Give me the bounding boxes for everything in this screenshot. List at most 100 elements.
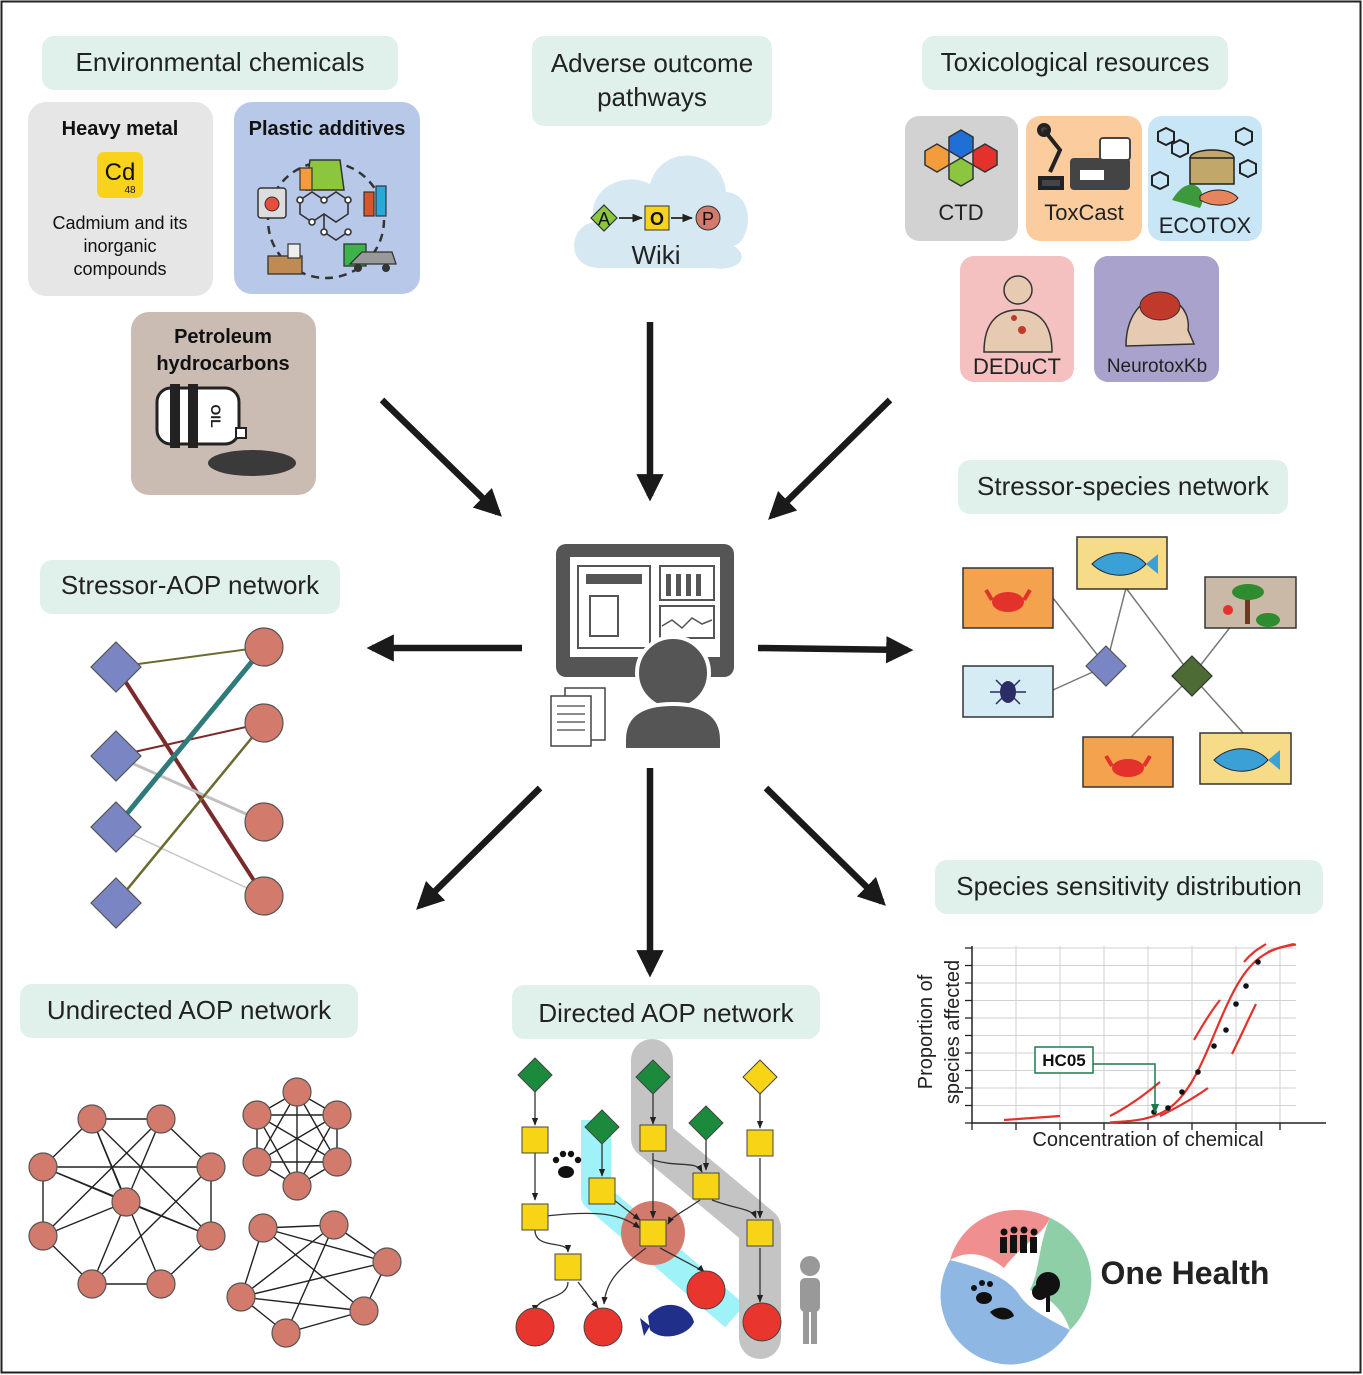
label-toxicological-resources: Toxicological resources [922, 36, 1228, 90]
mie-node [584, 1109, 620, 1145]
arrow-chemicals-to-center [379, 397, 502, 517]
aop-node [244, 703, 284, 743]
aop-node [248, 1213, 278, 1243]
fish-card-icon-2 [1199, 732, 1292, 785]
mie-node [517, 1057, 553, 1093]
aop-node [242, 1147, 272, 1177]
svg-text:One Health: One Health [1101, 1255, 1270, 1291]
label-stressor-species-network: Stressor-species network [958, 460, 1288, 514]
ssd-point [1179, 1089, 1185, 1095]
one-health-logo: One Health [940, 1209, 1270, 1365]
svg-text:P: P [702, 209, 714, 229]
user-head-icon [635, 635, 711, 711]
animals-icon [971, 1280, 1014, 1320]
label-directed-aop-network: Directed AOP network [512, 985, 820, 1039]
key-event-node [554, 1253, 582, 1281]
tree-icon [1032, 1272, 1060, 1312]
ssd-y-label-1: Proportion of [915, 974, 937, 1089]
stressor-species-network [962, 536, 1297, 788]
aop-node [271, 1318, 301, 1348]
ecotox-molecules-icon [1151, 126, 1257, 191]
aop-node [242, 1100, 272, 1130]
aop-node [282, 1171, 312, 1201]
adverse-outcome-node [515, 1307, 555, 1347]
aop-node [28, 1221, 58, 1251]
card-heavy-metal: Heavy metal Cd 48 Cadmium and its inorga… [28, 102, 213, 296]
adverse-outcome-node [742, 1302, 782, 1342]
svg-text:Environmental chemicals: Environmental chemicals [75, 47, 364, 77]
robot-arm-icon [1037, 123, 1064, 190]
svg-text:pathways: pathways [597, 82, 707, 112]
aop-node [319, 1210, 349, 1240]
appliance-icon [257, 187, 287, 219]
paw-icon [552, 1150, 582, 1178]
ssd-fitted-curve [1109, 943, 1297, 1124]
svg-text:DEDuCT: DEDuCT [973, 354, 1061, 379]
food-container-icon [267, 243, 303, 275]
aop-wiki-cloud: A O P Wiki [574, 155, 749, 270]
svg-text:Species sensitivity distributi: Species sensitivity distribution [956, 871, 1301, 901]
aop-node [196, 1152, 226, 1182]
card-petroleum-hydrocarbons: Petroleum hydrocarbons OIL [131, 312, 316, 495]
undirected-aop-network [28, 1077, 402, 1348]
ssd-point [1255, 959, 1261, 965]
ssd-x-label: Concentration of chemical [1032, 1129, 1263, 1151]
key-event-node [746, 1219, 774, 1247]
aop-node [282, 1077, 312, 1107]
adverse-outcome-node [686, 1270, 726, 1310]
ssd-point [1165, 1105, 1171, 1111]
card-toxcast: ToxCast [1026, 116, 1142, 241]
spider-card-icon [962, 665, 1054, 718]
stressor-node [90, 801, 142, 853]
card-neurotoxkb: NeurotoxKb [1094, 256, 1219, 382]
flow-arrows [366, 322, 914, 978]
aop-node [111, 1187, 141, 1217]
svg-text:A: A [598, 209, 610, 229]
key-event-a-icon [590, 204, 618, 232]
label-adverse-outcome-pathways: Adverse outcome pathways [532, 36, 772, 126]
hc05-annotation: HC05 [1034, 1046, 1159, 1114]
ssd-y-label-2: species affected [942, 960, 964, 1104]
svg-text:Cd: Cd [105, 159, 136, 186]
svg-text:HC05: HC05 [1042, 1051, 1085, 1070]
svg-text:Petroleum: Petroleum [174, 326, 272, 348]
aop-node [77, 1104, 107, 1134]
oil-barrel-icon: OIL [155, 384, 247, 448]
svg-text:Wiki: Wiki [631, 240, 680, 270]
user-body-icon [622, 701, 724, 752]
svg-text:Toxicological resources: Toxicological resources [941, 47, 1210, 77]
card-plastic-additives: Plastic additives [234, 102, 420, 294]
key-event-node [639, 1219, 667, 1247]
key-event-node [746, 1129, 774, 1157]
svg-text:ToxCast: ToxCast [1044, 200, 1123, 225]
ssd-point [1233, 1001, 1239, 1007]
svg-text:compounds: compounds [73, 259, 166, 279]
svg-text:O: O [650, 209, 664, 229]
aop-node [146, 1269, 176, 1299]
directed-aop-network [515, 1039, 820, 1359]
ssd-point [1223, 1027, 1229, 1033]
mie-node [688, 1105, 724, 1141]
card-ecotox: ECOTOX [1148, 116, 1262, 241]
stressor-node [90, 877, 142, 929]
svg-text:Stressor-species network: Stressor-species network [977, 471, 1270, 501]
ssd-point [1195, 1069, 1201, 1075]
cadmium-element-icon [97, 152, 143, 198]
ssd-point [1211, 1043, 1217, 1049]
svg-text:Plastic additives: Plastic additives [249, 118, 406, 140]
ssd-chart: HC05 Proportion of species affected Conc… [915, 942, 1326, 1151]
stressor-node [1171, 655, 1213, 697]
mie-node [635, 1059, 671, 1095]
svg-text:ECOTOX: ECOTOX [1159, 213, 1252, 238]
database-fish-icon [1172, 149, 1239, 208]
aop-node [146, 1104, 176, 1134]
aop-node [77, 1269, 107, 1299]
svg-text:48: 48 [124, 185, 136, 196]
svg-text:NeurotoxKb: NeurotoxKb [1107, 356, 1207, 377]
label-stressor-aop-network: Stressor-AOP network [40, 560, 340, 614]
hexagons-icon [924, 129, 998, 187]
aop-node [28, 1152, 58, 1182]
fish-card-icon [1076, 536, 1168, 590]
aop-node [322, 1100, 352, 1130]
